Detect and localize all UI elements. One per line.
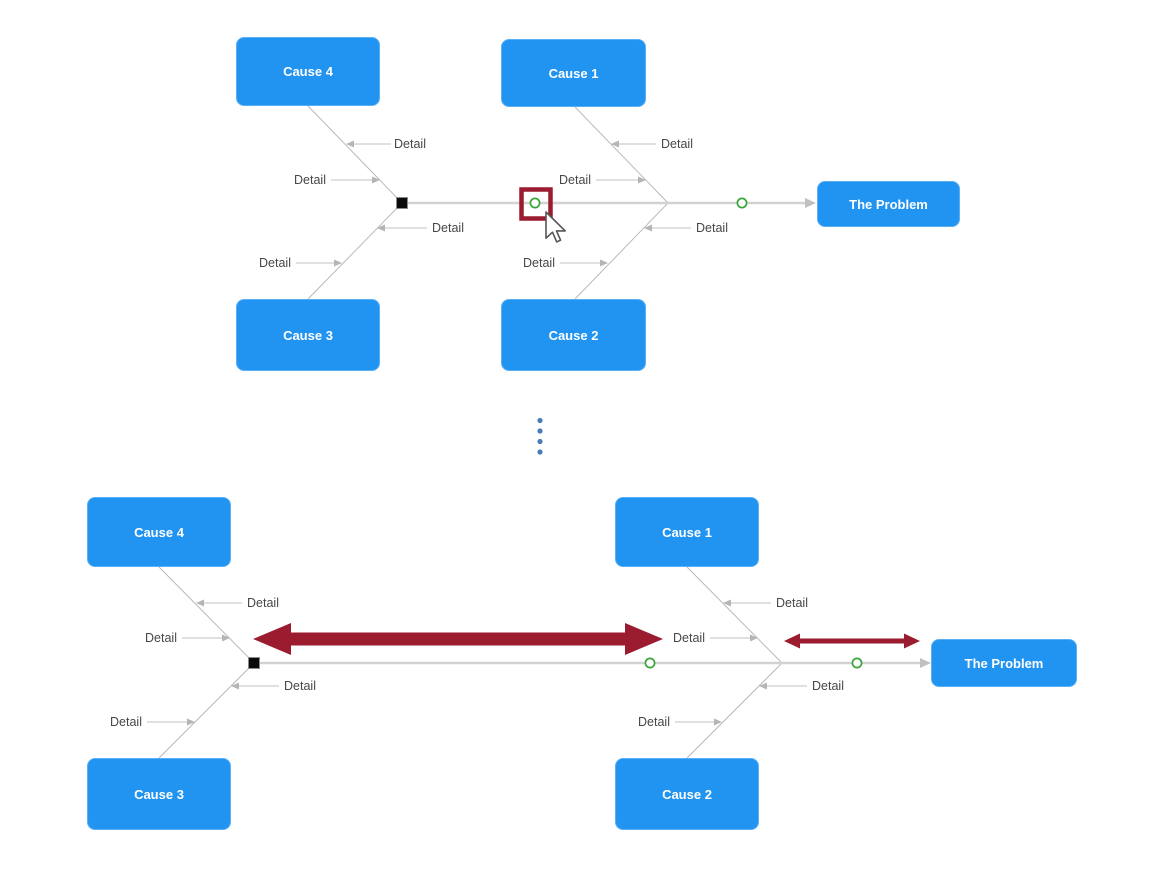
- detail-label[interactable]: Detail: [776, 595, 808, 610]
- spine-arrowhead: [805, 198, 816, 208]
- detail-label[interactable]: Detail: [432, 220, 464, 235]
- node-label: Cause 3: [283, 327, 333, 343]
- node-cause4[interactable]: Cause 4: [87, 497, 231, 567]
- mouse-cursor-icon: [545, 211, 567, 243]
- ellipsis-dot: [537, 438, 543, 445]
- detail-arrowhead: [759, 682, 767, 690]
- detail-label[interactable]: Detail: [145, 630, 177, 645]
- detail-arrowhead: [187, 718, 195, 726]
- connector-port[interactable]: [851, 657, 863, 669]
- node-cause3[interactable]: Cause 3: [87, 758, 231, 830]
- detail-label[interactable]: Detail: [110, 714, 142, 729]
- connector-port[interactable]: [736, 197, 748, 209]
- detail-label[interactable]: Detail: [559, 172, 591, 187]
- branch-line[interactable]: [158, 566, 255, 664]
- branch-line[interactable]: [307, 105, 403, 204]
- detail-arrowhead: [346, 140, 354, 148]
- detail-label[interactable]: Detail: [294, 172, 326, 187]
- node-label: The Problem: [849, 196, 928, 212]
- branch-line[interactable]: [686, 566, 783, 664]
- node-label: Cause 3: [134, 786, 184, 802]
- branch-line[interactable]: [686, 662, 783, 759]
- detail-label[interactable]: Detail: [638, 714, 670, 729]
- branch-line[interactable]: [307, 202, 403, 300]
- ellipsis-dots: [537, 417, 543, 455]
- branch-line[interactable]: [158, 662, 255, 759]
- detail-arrowhead: [638, 176, 646, 184]
- ellipsis-dot: [537, 417, 543, 424]
- node-cause2[interactable]: Cause 2: [615, 758, 759, 830]
- detail-label[interactable]: Detail: [661, 136, 693, 151]
- detail-label[interactable]: Detail: [247, 595, 279, 610]
- tail-handle[interactable]: [396, 197, 408, 209]
- node-label: Cause 4: [283, 64, 333, 79]
- detail-arrowhead: [334, 259, 342, 267]
- connector-port[interactable]: [644, 657, 656, 669]
- node-problem[interactable]: The Problem: [931, 639, 1077, 687]
- detail-arrowhead: [196, 599, 204, 607]
- detail-arrowhead: [372, 176, 380, 184]
- node-label: Cause 4: [134, 524, 184, 540]
- detail-label[interactable]: Detail: [696, 220, 728, 235]
- detail-arrowhead: [611, 140, 619, 148]
- node-label: Cause 2: [662, 786, 712, 802]
- spine-arrowhead: [920, 658, 931, 668]
- detail-arrowhead: [714, 718, 722, 726]
- node-cause1[interactable]: Cause 1: [615, 497, 759, 567]
- detail-label[interactable]: Detail: [394, 136, 426, 151]
- detail-label[interactable]: Detail: [812, 678, 844, 693]
- stretch-arrow-large: [253, 623, 663, 655]
- ellipsis-dot: [537, 428, 543, 434]
- node-cause1[interactable]: Cause 1: [501, 39, 646, 107]
- detail-arrowhead: [222, 634, 230, 642]
- tail-handle[interactable]: [248, 657, 260, 669]
- branch-line[interactable]: [574, 202, 669, 300]
- detail-arrowhead: [231, 682, 239, 690]
- stretch-arrow-small: [784, 633, 920, 649]
- detail-label[interactable]: Detail: [523, 255, 555, 270]
- selection-highlight-box[interactable]: [519, 187, 553, 221]
- detail-arrowhead: [723, 599, 731, 607]
- node-cause4[interactable]: Cause 4: [236, 37, 380, 106]
- detail-arrowhead: [644, 224, 652, 232]
- node-label: Cause 2: [548, 327, 599, 343]
- node-label: The Problem: [964, 655, 1044, 671]
- detail-arrowhead: [750, 634, 758, 642]
- detail-arrowhead: [600, 259, 608, 267]
- node-label: Cause 1: [662, 524, 712, 540]
- ellipsis-dot: [537, 449, 543, 455]
- detail-label[interactable]: Detail: [259, 255, 291, 270]
- detail-label[interactable]: Detail: [284, 678, 316, 693]
- node-cause2[interactable]: Cause 2: [501, 299, 646, 371]
- branch-line[interactable]: [574, 106, 669, 204]
- detail-label[interactable]: Detail: [673, 630, 705, 645]
- node-problem[interactable]: The Problem: [817, 181, 960, 227]
- node-label: Cause 1: [548, 65, 599, 81]
- connector-port[interactable]: [529, 197, 541, 209]
- node-cause3[interactable]: Cause 3: [236, 299, 380, 371]
- detail-arrowhead: [377, 224, 385, 232]
